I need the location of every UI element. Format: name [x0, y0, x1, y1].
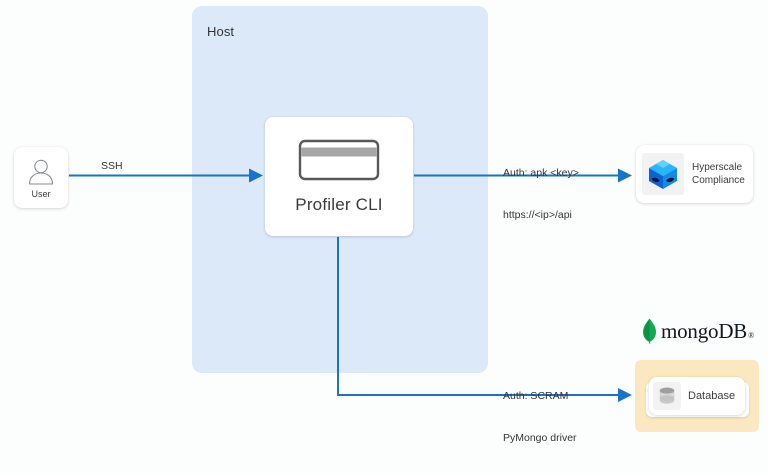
mongodb-trademark: ®: [748, 331, 755, 340]
hyperscale-icon-tile: [642, 153, 684, 195]
node-hyperscale-compliance-line2: Compliance: [692, 175, 745, 186]
node-hyperscale-compliance-line1: Hyperscale: [692, 162, 743, 173]
mongodb-wordmark: mongoDB: [661, 318, 748, 343]
edge-label-hyperscale-auth-line1: Auth: apk <key>: [503, 167, 579, 179]
edge-label-database-auth-line1: Auth: SCRAM: [503, 390, 569, 402]
edge-label-database-auth: Auth: SCRAM PyMongo driver: [503, 361, 577, 473]
user-person-icon: [28, 159, 54, 185]
node-user-label: User: [31, 188, 51, 199]
database-cylinder-icon: [659, 387, 675, 404]
node-hyperscale-compliance-label: Hyperscale Compliance: [692, 161, 745, 187]
mongodb-logo: mongoDB ®: [641, 318, 754, 344]
edge-label-database-auth-line2: PyMongo driver: [503, 432, 577, 444]
terminal-card-icon: [298, 139, 380, 180]
node-profiler-cli[interactable]: Profiler CLI: [265, 117, 413, 236]
edge-label-ssh: SSH: [101, 160, 123, 172]
diagram-canvas: Host SSH Auth: apk <key> https://<ip>/ap…: [14, 6, 759, 444]
node-profiler-cli-label: Profiler CLI: [295, 194, 383, 214]
database-icon-tile: [653, 382, 681, 410]
node-user[interactable]: User: [14, 147, 68, 208]
edge-label-hyperscale-auth-line2: https://<ip>/api: [503, 209, 572, 221]
host-label: Host: [207, 24, 235, 39]
edge-label-hyperscale-auth: Auth: apk <key> https://<ip>/api: [503, 138, 579, 250]
delphix-cube-icon: [649, 160, 677, 189]
mongodb-leaf-icon: [643, 318, 656, 344]
node-hyperscale-compliance[interactable]: Hyperscale Compliance: [636, 145, 753, 203]
node-database-label: Database: [688, 390, 736, 402]
node-database[interactable]: Database: [649, 377, 745, 415]
